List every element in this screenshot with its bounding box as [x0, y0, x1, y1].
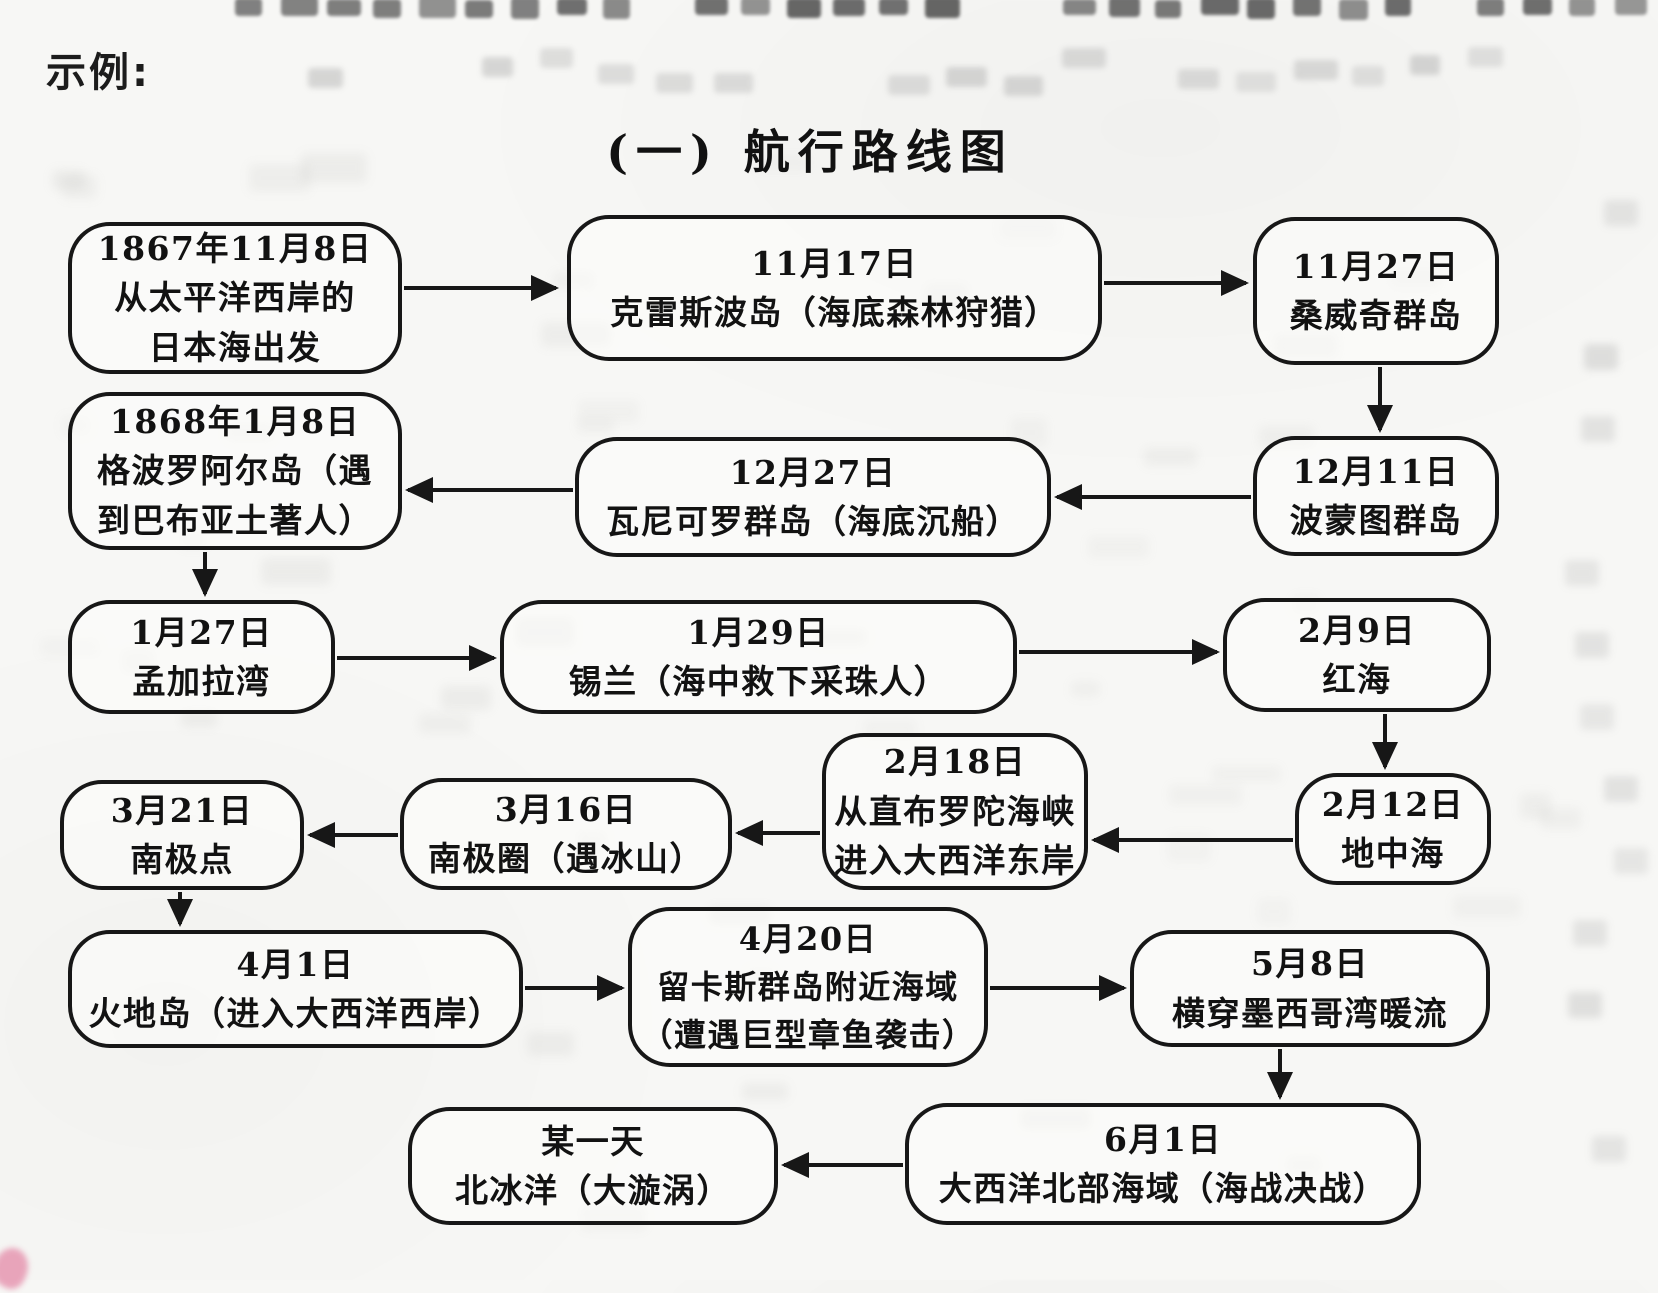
flow-node-n14: 4月1日火地岛（进入大西洋西岸） [68, 930, 523, 1048]
flow-node-text: 1868年1月8日 [109, 401, 361, 441]
flow-node-text: 横穿墨西哥湾暖流 [1172, 993, 1448, 1033]
flow-node-n16: 5月8日横穿墨西哥湾暖流 [1130, 930, 1490, 1047]
flow-node-n3: 11月27日桑威奇群岛 [1253, 217, 1499, 365]
flow-node-text: 进入大西洋东岸 [834, 841, 1076, 881]
flow-node-text: 6月1日 [1104, 1119, 1222, 1159]
flow-node-n1: 1867年11月8日从太平洋西岸的日本海出发 [68, 222, 402, 374]
flow-node-text: 从太平洋西岸的 [114, 278, 356, 318]
example-label: 示例: [46, 50, 151, 96]
flow-node-text: 波蒙图群岛 [1289, 501, 1463, 540]
flow-node-text: （遭遇巨型章鱼袭击） [640, 1016, 976, 1054]
flow-node-n17: 6月1日大西洋北部海域（海战决战） [905, 1103, 1421, 1225]
flow-node-text: 到巴布亚土著人） [97, 500, 373, 540]
flow-node-n7: 1月27日孟加拉湾 [68, 600, 335, 714]
flow-node-text: 12月27日 [729, 452, 897, 492]
flow-node-n12: 3月16日南极圈（遇冰山） [400, 778, 732, 890]
flow-node-n9: 2月9日红海 [1223, 598, 1491, 712]
flow-node-n11: 2月18日从直布罗陀海峡进入大西洋东岸 [822, 733, 1088, 890]
flow-node-text: 北冰洋（大漩涡） [455, 1171, 731, 1210]
flow-node-text: 留卡斯群岛附近海域 [657, 968, 959, 1006]
flow-node-n5: 12月27日瓦尼可罗群岛（海底沉船） [575, 437, 1051, 557]
flow-node-text: 1月29日 [687, 612, 830, 652]
flow-node-text: 3月16日 [494, 789, 638, 829]
flow-node-text: 孟加拉湾 [132, 662, 271, 701]
flow-node-text: 2月18日 [883, 742, 1027, 782]
flow-node-n8: 1月29日锡兰（海中救下采珠人） [500, 600, 1017, 714]
flow-node-text: 5月8日 [1251, 944, 1369, 983]
flow-node-n4: 12月11日波蒙图群岛 [1253, 436, 1499, 556]
flow-node-text: 火地岛（进入大西洋西岸） [88, 994, 503, 1033]
flow-node-text: 某一天 [541, 1121, 645, 1161]
flow-node-text: 12月11日 [1292, 451, 1460, 491]
flow-node-n2: 11月17日克雷斯波岛（海底森林狩猎） [567, 215, 1102, 361]
flow-node-text: 1867年11月8日 [97, 228, 373, 268]
flow-node-text: 瓦尼可罗群岛（海底沉船） [606, 502, 1020, 541]
flow-node-text: 2月9日 [1298, 610, 1416, 650]
flow-node-text: 南极圈（遇冰山） [428, 839, 704, 878]
flow-node-text: 4月1日 [236, 944, 355, 984]
flow-node-text: 克雷斯波岛（海底森林狩猎） [610, 293, 1059, 332]
flow-node-text: 格波罗阿尔岛（遇 [97, 451, 373, 491]
flow-node-text: 从直布罗陀海峡 [834, 791, 1076, 831]
flow-node-n10: 2月12日地中海 [1295, 773, 1491, 885]
flow-node-text: 11月17日 [751, 243, 918, 283]
flow-node-text: 桑威奇群岛 [1289, 296, 1463, 335]
flow-node-text: 4月20日 [738, 920, 878, 958]
flow-node-text: 3月21日 [110, 790, 254, 830]
flow-node-text: 大西洋北部海域（海战决战） [938, 1169, 1388, 1208]
flow-node-text: 地中海 [1341, 834, 1445, 873]
flow-node-text: 1月27日 [130, 612, 273, 652]
flow-node-text: 2月12日 [1321, 784, 1465, 824]
flow-node-text: 红海 [1322, 660, 1392, 699]
flow-node-text: 11月27日 [1292, 246, 1460, 286]
flow-node-n15: 4月20日留卡斯群岛附近海域 （遭遇巨型章鱼袭击） [628, 907, 988, 1067]
flow-node-n13: 3月21日南极点 [60, 780, 304, 890]
flow-node-text: 锡兰（海中救下采珠人） [568, 662, 949, 701]
flow-node-n18: 某一天北冰洋（大漩涡） [408, 1107, 778, 1225]
flow-node-text: 日本海出发 [148, 327, 322, 367]
flow-node-text: 南极点 [130, 840, 234, 879]
diagram-title: (一) 航行路线图 [606, 125, 1014, 179]
flow-node-n6: 1868年1月8日格波罗阿尔岛（遇到巴布亚土著人） [68, 392, 402, 550]
